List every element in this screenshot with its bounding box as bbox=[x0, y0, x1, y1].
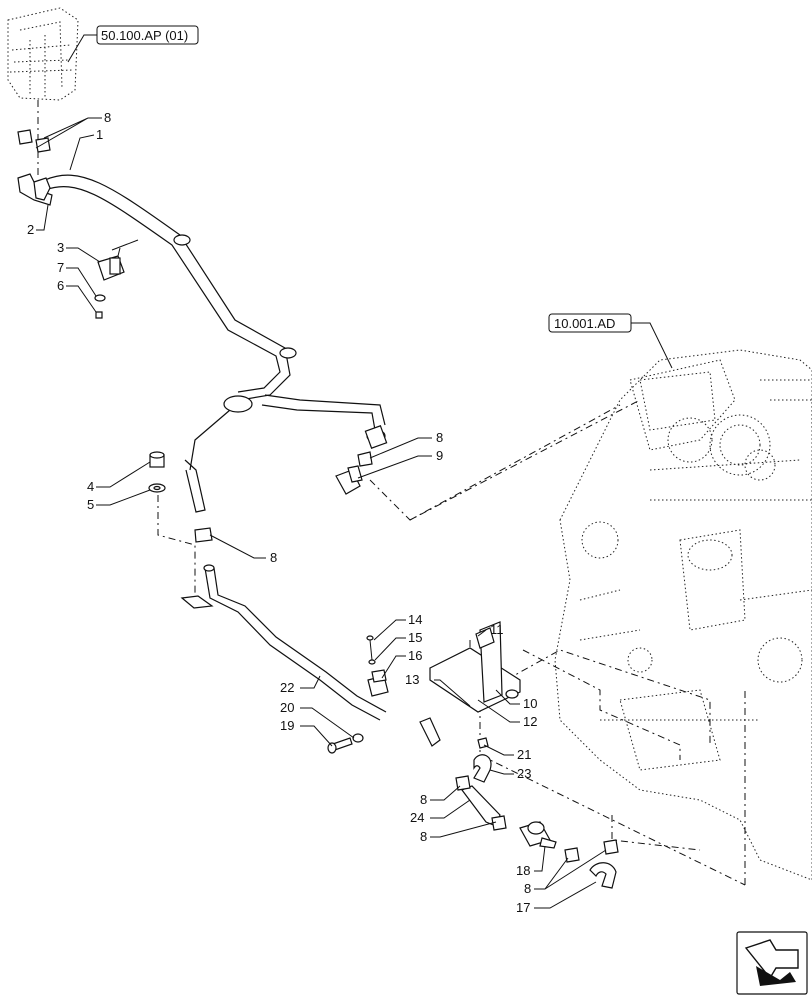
clamp-part-16[interactable] bbox=[367, 669, 389, 697]
callout-11: 11 bbox=[490, 622, 504, 637]
callout-21: 21 bbox=[517, 747, 531, 762]
bracket-part-10[interactable] bbox=[429, 621, 521, 713]
pipe-part-22[interactable] bbox=[180, 564, 387, 721]
callout-23: 23 bbox=[517, 766, 531, 781]
callout-leaders bbox=[35, 117, 607, 909]
callout-6: 6 bbox=[57, 278, 64, 293]
bolt-part-14[interactable] bbox=[366, 635, 374, 661]
callout-1: 1 bbox=[96, 127, 103, 142]
callout-15: 15 bbox=[408, 630, 422, 645]
hose-part-23[interactable] bbox=[473, 754, 492, 783]
fitting-part-18[interactable] bbox=[519, 821, 557, 849]
callout-14: 14 bbox=[408, 612, 422, 627]
callout-3: 3 bbox=[57, 240, 64, 255]
callout-labels: 8 1 2 3 7 6 4 5 8 8 9 14 15 16 11 13 10 … bbox=[27, 110, 537, 915]
callout-8: 8 bbox=[436, 430, 443, 445]
callout-20: 20 bbox=[280, 700, 294, 715]
callout-8: 8 bbox=[270, 550, 277, 565]
callout-22: 22 bbox=[280, 680, 294, 695]
fitting-part-9[interactable] bbox=[335, 465, 363, 495]
callout-8: 8 bbox=[524, 881, 531, 896]
bolt-part-19[interactable] bbox=[327, 737, 353, 754]
callout-9: 9 bbox=[436, 448, 443, 463]
callout-17: 17 bbox=[516, 900, 530, 915]
reference-label-upper[interactable]: 50.100.AP (01) bbox=[67, 25, 199, 63]
washer-part-7[interactable] bbox=[94, 294, 106, 302]
hose-part-2[interactable] bbox=[17, 173, 53, 206]
pipe-part-1[interactable] bbox=[44, 174, 388, 513]
svg-text:50.100.AP (01): 50.100.AP (01) bbox=[101, 28, 188, 43]
clamp-part-8-lower[interactable] bbox=[194, 527, 213, 543]
callout-2: 2 bbox=[27, 222, 34, 237]
reference-label-engine[interactable]: 10.001.AD bbox=[548, 313, 673, 369]
bracket-part-3[interactable] bbox=[97, 255, 125, 281]
callout-5: 5 bbox=[87, 497, 94, 512]
upper-structure-outline bbox=[7, 7, 79, 101]
callout-24: 24 bbox=[410, 810, 424, 825]
callout-8: 8 bbox=[420, 829, 427, 844]
callout-12: 12 bbox=[523, 714, 537, 729]
plug-part-4[interactable] bbox=[149, 451, 165, 468]
callout-8: 8 bbox=[104, 110, 111, 125]
callout-13: 13 bbox=[405, 672, 419, 687]
callout-19: 19 bbox=[280, 718, 294, 733]
callout-10: 10 bbox=[523, 696, 537, 711]
callout-7: 7 bbox=[57, 260, 64, 275]
washer-part-5[interactable] bbox=[148, 483, 166, 493]
callout-8: 8 bbox=[420, 792, 427, 807]
clamp-part-8-top[interactable] bbox=[17, 129, 51, 153]
callout-18: 18 bbox=[516, 863, 530, 878]
callout-16: 16 bbox=[408, 648, 422, 663]
clamp-part-8-mid[interactable] bbox=[357, 451, 373, 467]
screw-part-6[interactable] bbox=[95, 311, 103, 319]
washer-part-20[interactable] bbox=[352, 733, 364, 743]
washer-part-15[interactable] bbox=[368, 659, 376, 665]
callout-4: 4 bbox=[87, 479, 94, 494]
svg-text:10.001.AD: 10.001.AD bbox=[554, 316, 615, 331]
hose-part-17[interactable] bbox=[589, 862, 617, 889]
engine-outline bbox=[554, 349, 812, 881]
next-page-arrow-icon[interactable] bbox=[736, 931, 808, 995]
